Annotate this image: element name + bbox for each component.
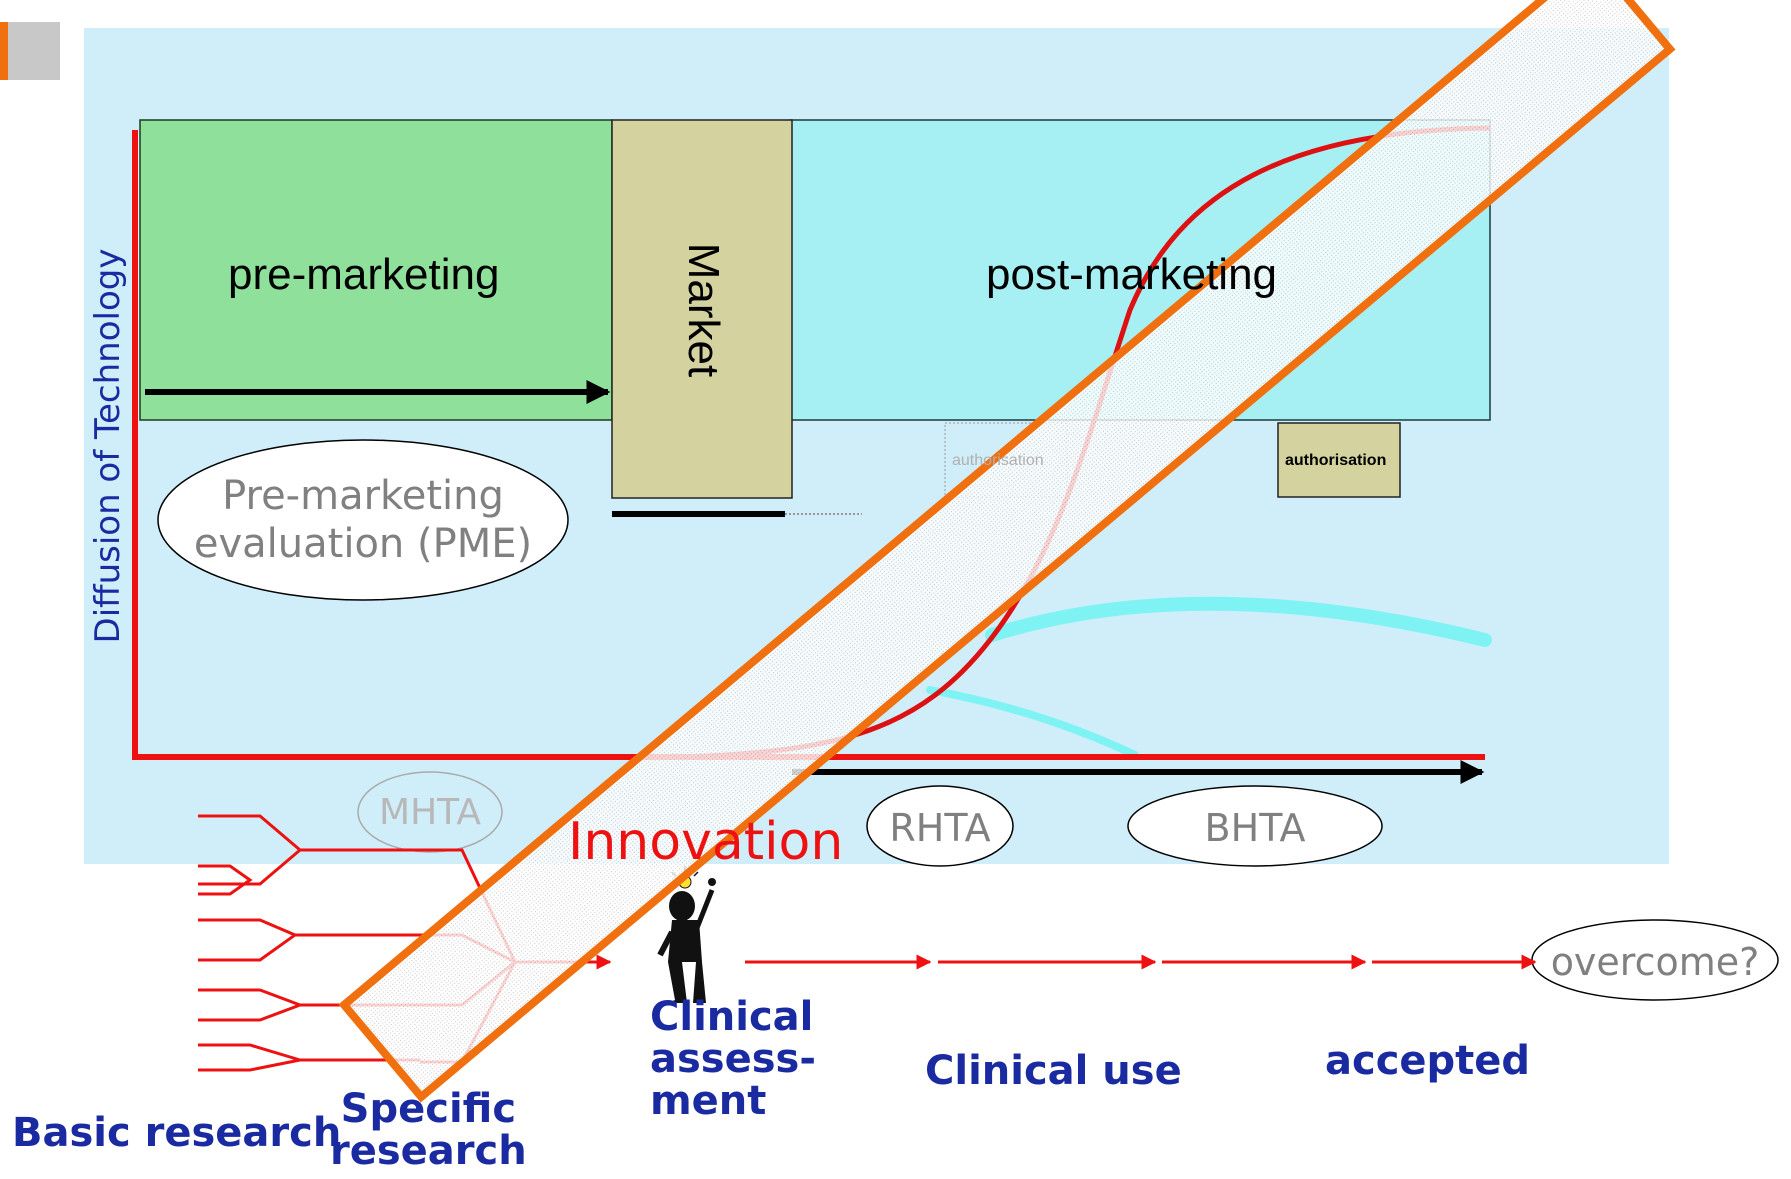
rhta-ellipse	[866, 785, 1014, 867]
pme-ellipse	[157, 439, 569, 601]
cyan-curve-lower	[926, 686, 1139, 759]
overcome-label: overcome?	[1550, 940, 1760, 984]
pre-marketing-label: pre-marketing	[228, 250, 500, 299]
authorisation-label: authorisation	[1285, 452, 1387, 469]
corner-marker-gray	[8, 22, 60, 80]
clinical-assessment-label: Clinical assess- ment	[650, 994, 816, 1124]
mhta-ellipse	[357, 771, 503, 853]
mhta-label: MHTA	[379, 792, 481, 833]
pre-marketing-box	[139, 119, 613, 421]
clinical-use-label: Clinical use	[925, 1048, 1182, 1094]
post-marketing-label: post-marketing	[986, 250, 1278, 299]
accepted-label: accepted	[1325, 1038, 1531, 1084]
specific-research-label: Specific research	[330, 1086, 527, 1174]
market-box	[611, 119, 793, 499]
authorisation-box	[1277, 422, 1401, 498]
corner-marker-orange	[0, 22, 8, 80]
pme-label: Pre-marketing evaluation (PME)	[193, 473, 533, 567]
basic-research-label: Basic research	[12, 1110, 342, 1156]
innovation-label: Innovation	[568, 812, 844, 872]
rhta-label: RHTA	[889, 806, 991, 850]
market-label: Market	[679, 242, 728, 378]
strikethrough-banner	[338, 0, 1676, 1103]
bhta-label: BHTA	[1204, 806, 1306, 850]
thinking-person-icon	[657, 866, 716, 1003]
cyan-curve-upper	[985, 596, 1492, 647]
bhta-ellipse	[1127, 785, 1383, 867]
authorisation-ghost-label: authorisation	[952, 452, 1044, 469]
y-axis-label: Diffusion of Technology	[88, 248, 128, 644]
